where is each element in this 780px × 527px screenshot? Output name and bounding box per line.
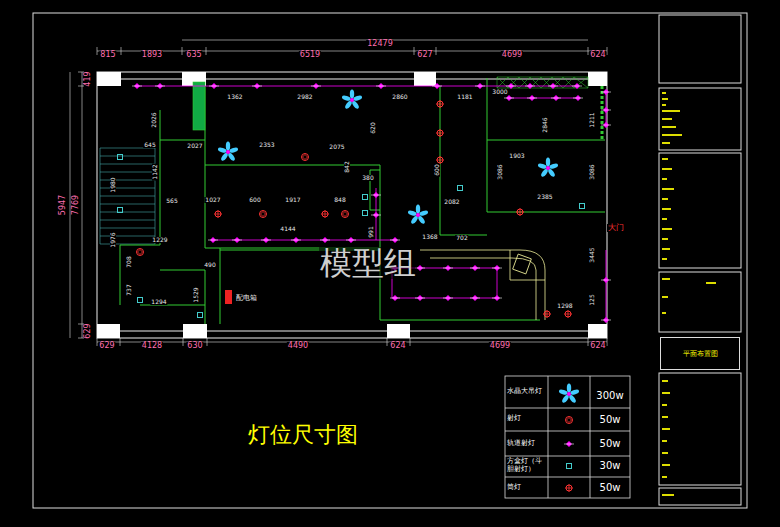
dimension-text: 380 xyxy=(361,175,374,181)
dimension-text: 2860 xyxy=(391,94,408,100)
dimension-text: 3445 xyxy=(589,246,595,263)
dimension-text: 991 xyxy=(368,225,374,238)
dimension-text: 2846 xyxy=(542,116,548,133)
legend-text: 方盒灯（斗胆射灯） xyxy=(507,458,547,473)
dimension-text: 737 xyxy=(126,283,132,296)
dimension-text: 1976 xyxy=(110,231,116,248)
dimension-text: 848 xyxy=(333,197,346,203)
dimension-text: 600 xyxy=(434,163,440,176)
dimension-text: 2082 xyxy=(443,199,460,205)
dimension-text: 620 xyxy=(370,121,376,134)
dimension-text: 2982 xyxy=(296,94,313,100)
dimension-text: 1211 xyxy=(589,111,595,128)
dimension-text: 4699 xyxy=(501,51,523,59)
dimension-text: 629 xyxy=(98,342,115,350)
room-note: 大门 xyxy=(607,224,625,232)
dimension-text: 1027 xyxy=(204,197,221,203)
dimension-text: 708 xyxy=(126,255,132,268)
dimension-text: 1229 xyxy=(151,237,168,243)
dimension-text: 702 xyxy=(455,235,468,241)
dimension-text: 3086 xyxy=(497,163,503,180)
dimension-text: 4128 xyxy=(141,342,163,350)
dimension-text: 1529 xyxy=(193,286,199,303)
drawing-title: 灯位尺寸图 xyxy=(248,424,358,446)
dimension-text: 1362 xyxy=(226,94,243,100)
dimension-text: 1903 xyxy=(508,153,525,159)
dimension-text: 2075 xyxy=(328,144,345,150)
dimension-text: 1368 xyxy=(421,234,438,240)
dimension-text: 629 xyxy=(84,322,92,339)
dimension-text: 1298 xyxy=(556,303,573,309)
dimension-text: 1142 xyxy=(152,163,158,180)
dimension-text: 600 xyxy=(248,197,261,203)
wattage-cell: 50w xyxy=(599,439,622,449)
legend-text: 筒灯 xyxy=(507,484,547,492)
sheet-name: 平面布置图 xyxy=(683,349,718,359)
dimension-text: 624 xyxy=(389,342,406,350)
dimension-text: 815 xyxy=(99,51,116,59)
dimension-text: 4490 xyxy=(287,342,309,350)
dimension-text: 125 xyxy=(589,293,595,306)
dimension-text: 3086 xyxy=(589,163,595,180)
dimension-text: 490 xyxy=(203,262,216,268)
title-block-cell: 平面布置图 xyxy=(660,337,740,370)
dimension-text: 630 xyxy=(186,342,203,350)
dimension-text: 4699 xyxy=(489,342,511,350)
dimension-text: 2385 xyxy=(536,194,553,200)
dimension-text: 1917 xyxy=(284,197,301,203)
wattage-cell: 50w xyxy=(599,415,622,425)
dimension-text: 565 xyxy=(165,198,178,204)
dimension-text: 645 xyxy=(143,142,156,148)
dimension-text: 1893 xyxy=(141,51,163,59)
dimension-text: 624 xyxy=(589,342,606,350)
dimension-text: 624 xyxy=(589,51,606,59)
watermark: 模型组 xyxy=(319,247,417,279)
dimension-text: 1294 xyxy=(150,299,167,305)
legend-text: 射灯 xyxy=(507,415,547,423)
dimension-text: 635 xyxy=(185,51,202,59)
room-note: 配电箱 xyxy=(235,295,258,302)
wattage-cell: 30w xyxy=(599,461,622,471)
dimension-text: 2353 xyxy=(258,142,275,148)
wattage-cell: 50w xyxy=(599,483,622,493)
wattage-cell: 300w xyxy=(595,391,624,401)
dimension-text: 627 xyxy=(416,51,433,59)
dimension-text: 3000 xyxy=(491,89,508,95)
dimension-text: 5947 xyxy=(59,194,67,216)
dimension-text: 4144 xyxy=(279,226,296,232)
dimension-text: 842 xyxy=(344,160,350,173)
dimension-text: 419 xyxy=(84,70,92,87)
dimension-text: 1980 xyxy=(110,176,116,193)
legend-text: 轨道射灯 xyxy=(507,440,547,448)
dimension-text: 7769 xyxy=(72,194,80,216)
dimension-text: 12479 xyxy=(366,40,393,48)
dimension-text: 2026 xyxy=(151,111,157,128)
legend-text: 水晶大吊灯 xyxy=(507,388,547,396)
dimension-text: 2027 xyxy=(186,143,203,149)
dimension-text: 1181 xyxy=(456,94,473,100)
dimension-text: 6519 xyxy=(299,51,321,59)
